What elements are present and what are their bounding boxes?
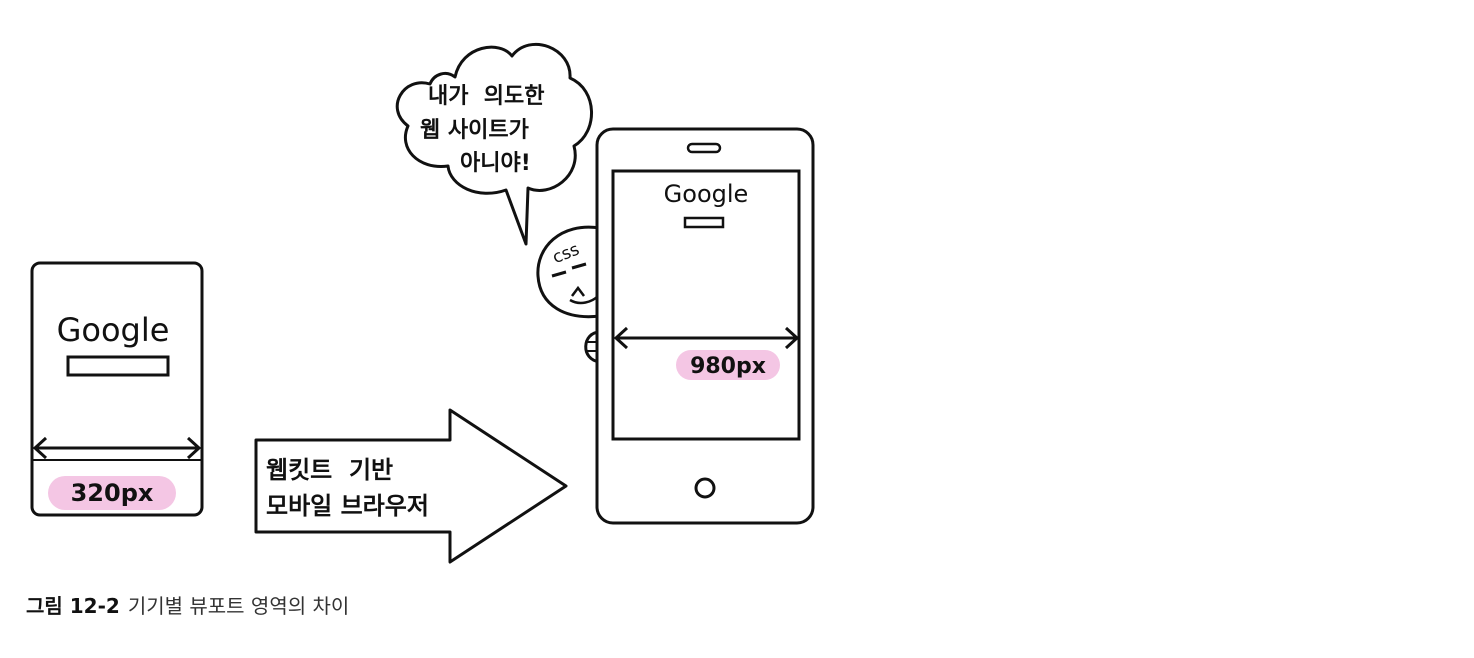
large-device-speaker xyxy=(686,142,722,154)
large-device-home-button xyxy=(694,477,716,499)
small-device-width-arrow xyxy=(32,436,202,460)
small-device-width-highlight xyxy=(48,476,176,510)
speech-bubble: 내가 의도한 웹 사이트가 아니야! xyxy=(395,42,593,246)
large-device-search-box xyxy=(683,216,725,229)
speech-bubble-line2: 웹 사이트가 xyxy=(420,118,529,143)
figure-caption-text: 기기별 뷰포트 영역의 차이 xyxy=(127,594,350,618)
speech-bubble-cloud xyxy=(395,42,593,246)
large-device-screen xyxy=(611,169,801,441)
webkit-arrow: 웹킷트 기반 모바일 브라우저 xyxy=(254,408,568,564)
figure-caption: 그림 12-2 기기별 뷰포트 영역의 차이 xyxy=(26,590,349,619)
webkit-arrow-shape xyxy=(254,408,568,564)
small-device-frame xyxy=(30,261,204,517)
large-device-logo: Google xyxy=(664,180,749,208)
small-device-width-label: 320px xyxy=(71,479,154,507)
small-device-search-box xyxy=(66,355,170,377)
small-device: Google 320px xyxy=(30,261,204,517)
large-device-width-label: 980px xyxy=(690,354,766,379)
large-device-width-highlight xyxy=(676,350,780,380)
css-character-head xyxy=(536,225,601,319)
small-device-logo: Google xyxy=(57,311,170,349)
css-character-mouth xyxy=(571,285,585,297)
css-character-eye xyxy=(551,270,567,278)
webkit-arrow-line2: 모바일 브라우저 xyxy=(266,492,429,520)
css-character: css xyxy=(536,225,601,364)
figure-caption-label: 그림 12-2 xyxy=(26,594,120,618)
webkit-arrow-line1: 웹킷트 기반 xyxy=(266,456,393,484)
large-device: Google 980px xyxy=(595,127,815,525)
speech-bubble-line1: 내가 의도한 xyxy=(428,84,545,109)
css-character-eye xyxy=(571,262,587,270)
large-device-width-arrow xyxy=(613,326,800,350)
speech-bubble-line3: 아니야! xyxy=(460,151,531,176)
